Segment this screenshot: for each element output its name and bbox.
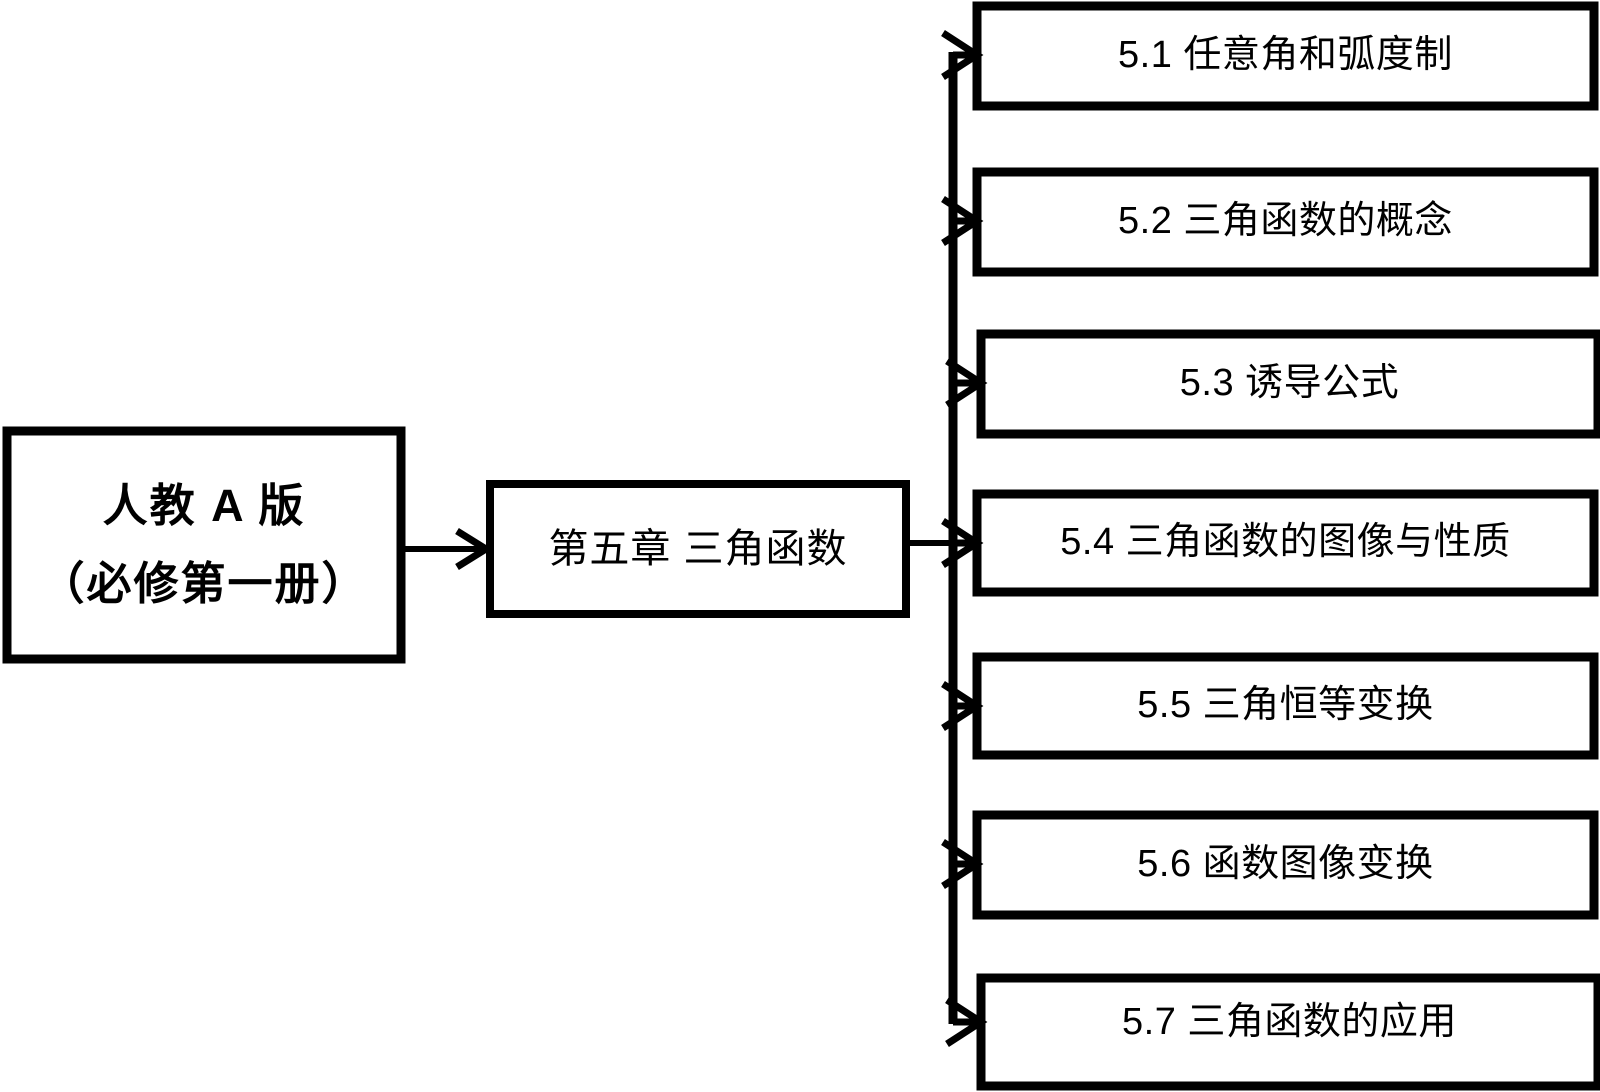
chapter-node-box[interactable] bbox=[486, 480, 910, 618]
root-node-box[interactable] bbox=[2, 426, 406, 664]
arrowhead-section-3 bbox=[945, 358, 988, 408]
arrowhead-section-1 bbox=[941, 30, 984, 80]
section-box-5[interactable] bbox=[972, 652, 1599, 760]
arrowhead-section-4 bbox=[941, 518, 984, 568]
arrowhead-section-5 bbox=[941, 681, 984, 731]
section-box-3[interactable] bbox=[976, 329, 1600, 439]
section-box-6[interactable] bbox=[972, 810, 1599, 920]
arrowhead-section-7 bbox=[945, 997, 988, 1047]
arrowhead-chapter bbox=[455, 528, 493, 570]
arrowhead-section-6 bbox=[941, 839, 984, 889]
section-box-4[interactable] bbox=[972, 489, 1599, 597]
section-box-7[interactable] bbox=[976, 973, 1600, 1091]
section-box-1[interactable] bbox=[972, 1, 1599, 111]
arrowhead-section-2 bbox=[941, 196, 984, 246]
section-box-2[interactable] bbox=[972, 167, 1599, 277]
